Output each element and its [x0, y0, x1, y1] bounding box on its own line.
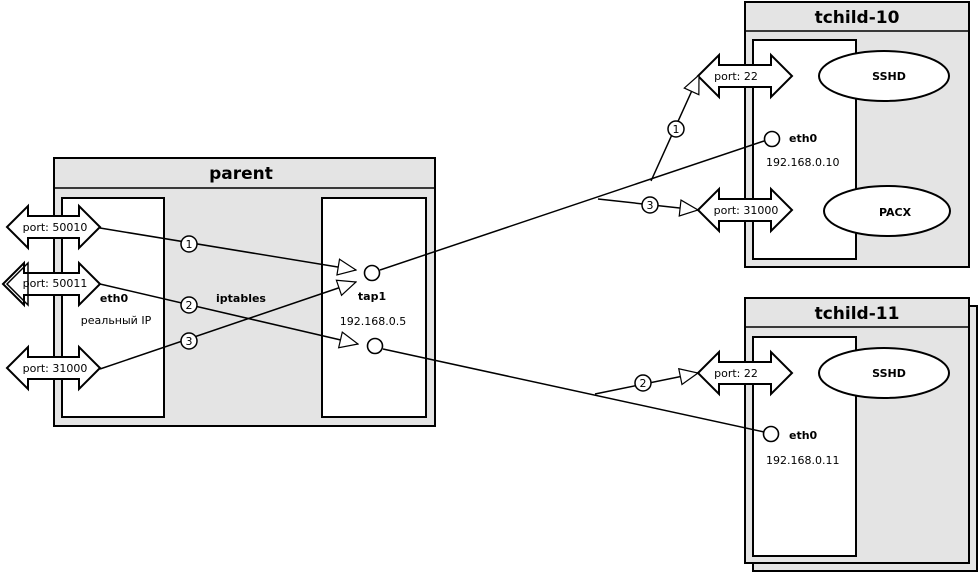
parent-title: parent [209, 164, 273, 184]
tap1-to-tchild11-line [382, 348, 765, 433]
route-marker: 3 [180, 332, 198, 350]
tap1-to-tchild10-line [379, 140, 765, 271]
parent-port-50010: port: 50010 [5, 203, 102, 251]
svg-text:SSHD: SSHD [872, 367, 906, 380]
svg-text:port: 31000: port: 31000 [23, 362, 88, 375]
tap1-interface-circle-2 [366, 337, 384, 355]
svg-text:1: 1 [673, 123, 680, 136]
tchild-10-title: tchild-10 [815, 8, 900, 28]
tchild-11-eth0-label: eth0 [789, 429, 818, 442]
tchild-11-eth0-circle [762, 425, 780, 443]
tchild-10-pacx [823, 185, 951, 237]
route-3-line [99, 282, 356, 370]
svg-text:1: 1 [186, 238, 193, 251]
svg-text:SSHD: SSHD [872, 70, 906, 83]
tap1-interface-circle [363, 264, 381, 282]
svg-text:port: 50010: port: 50010 [23, 221, 88, 234]
tap1-label: tap1 [358, 290, 386, 303]
tchild-11-ip: 192.168.0.11 [766, 454, 839, 467]
tchild-10-sshd [818, 50, 950, 102]
tchild-10-port-31000: port: 31000 [696, 186, 794, 234]
parent-port-50011: port: 50011 [1, 260, 102, 308]
svg-text:2: 2 [186, 299, 193, 312]
route-1-line [99, 227, 356, 270]
svg-text:port: 31000: port: 31000 [714, 204, 779, 217]
svg-text:3: 3 [186, 335, 193, 348]
tchild-11-sshd [818, 347, 950, 399]
tap1-ip: 192.168.0.5 [340, 315, 406, 328]
svg-text:port: 22: port: 22 [714, 70, 758, 83]
tchild-10-port-22: port: 22 [696, 52, 794, 100]
parent-eth0-sub: реальный IP [81, 314, 152, 327]
svg-text:2: 2 [640, 377, 647, 390]
tchild-10-eth0-label: eth0 [789, 132, 818, 145]
parent-tap1-box [321, 197, 427, 418]
route-marker: 3 [641, 196, 659, 214]
svg-text:3: 3 [647, 199, 654, 212]
svg-text:port: 50011: port: 50011 [23, 277, 88, 290]
route-marker: 2 [180, 296, 198, 314]
route-2-line [99, 283, 358, 344]
svg-text:PACX: PACX [879, 206, 912, 219]
parent-port-31000: port: 31000 [5, 344, 102, 392]
tchild-11-port-22: port: 22 [696, 349, 794, 397]
route-marker: 1 [667, 120, 685, 138]
tchild-11-container: tchild-11 SSHD eth0 192.168.0.11 [744, 297, 978, 572]
tchild-10-eth0-circle [763, 130, 781, 148]
route-marker: 2 [634, 374, 652, 392]
parent-container: parent eth0 реальный IP iptables tap1 19… [53, 157, 436, 427]
tchild-11-title: tchild-11 [815, 304, 900, 324]
route-marker: 1 [180, 235, 198, 253]
parent-eth0-label: eth0 [100, 292, 129, 305]
tchild-10-ip: 192.168.0.10 [766, 156, 839, 169]
iptables-label: iptables [216, 292, 266, 305]
svg-text:port: 22: port: 22 [714, 367, 758, 380]
